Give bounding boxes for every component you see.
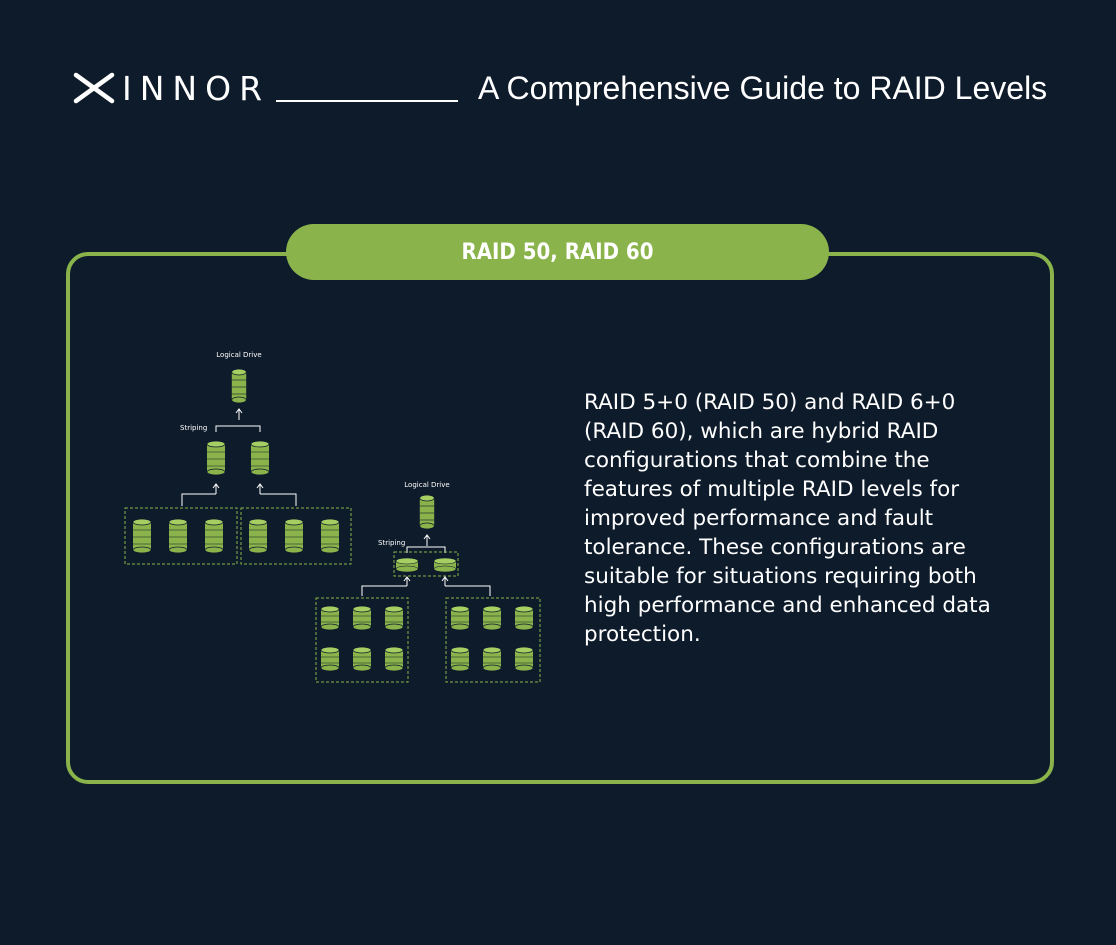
raid60-member-disk-icon	[352, 646, 372, 672]
raid60-logical-drive-icon	[419, 494, 435, 530]
raid60-stripe-disk-icon	[395, 557, 419, 573]
raid60-member-disk-icon	[482, 646, 502, 672]
raid60-member-disk-icon	[482, 605, 502, 631]
raid60-member-disk-icon	[352, 605, 372, 631]
raid50-member-disk-icon	[248, 518, 268, 554]
raid50-member-disk-icon	[320, 518, 340, 554]
header-divider	[276, 100, 458, 102]
page-title: A Comprehensive Guide to RAID Levels	[478, 70, 1048, 106]
raid50-striping-label: Striping	[180, 424, 207, 432]
raid60-striping-label: Striping	[378, 539, 405, 547]
raid60-member-disk-icon	[320, 605, 340, 631]
raid60-member-disk-icon	[450, 605, 470, 631]
raid60-member-disk-icon	[514, 646, 534, 672]
raid50-logical-drive-icon	[231, 368, 247, 404]
raid50-stripe-disk-icon	[206, 440, 226, 476]
raid60-member-disk-icon	[450, 646, 470, 672]
raid50-member-disk-icon	[204, 518, 224, 554]
innor-logo-mark-icon	[73, 72, 115, 104]
raid60-logical-drive-label: Logical Drive	[404, 481, 449, 489]
raid50-member-disk-icon	[168, 518, 188, 554]
raid50-diagram: Logical Drive Striping	[124, 351, 352, 565]
raid50-member-disk-icon	[132, 518, 152, 554]
raid60-stripe-disk-icon	[433, 557, 457, 573]
raid60-member-disk-icon	[514, 605, 534, 631]
raid50-member-disk-icon	[284, 518, 304, 554]
raid60-member-disk-icon	[384, 646, 404, 672]
raid50-stripe-disk-icon	[250, 440, 270, 476]
card-title-pill: RAID 50, RAID 60	[286, 224, 829, 280]
logo-text: INNOR	[122, 68, 271, 108]
raid60-diagram: Logical Drive Striping	[315, 481, 541, 683]
card-description: RAID 5+0 (RAID 50) and RAID 6+0 (RAID 60…	[584, 390, 991, 647]
card-title: RAID 50, RAID 60	[461, 239, 654, 265]
innor-logo: INNOR	[72, 68, 270, 108]
raid50-logical-drive-label: Logical Drive	[216, 351, 261, 359]
raid60-member-disk-icon	[384, 605, 404, 631]
raid60-member-disk-icon	[320, 646, 340, 672]
